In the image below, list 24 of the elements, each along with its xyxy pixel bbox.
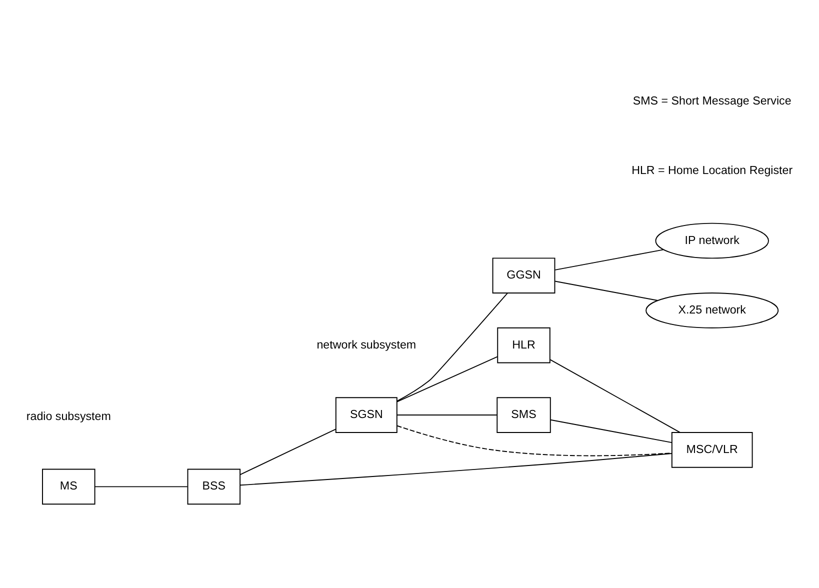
node-box: MS: [42, 468, 96, 505]
node-box: MSC/VLR: [671, 432, 753, 468]
label: network subsystem: [316, 338, 416, 352]
node-box: SMS: [496, 397, 551, 433]
connector: [240, 453, 672, 486]
node-box: HLR: [497, 327, 550, 364]
label: radio subsystem: [26, 410, 111, 423]
node-box: GGSN: [492, 258, 556, 294]
connector: [554, 280, 658, 301]
connector: [94, 486, 188, 488]
connector: [550, 419, 672, 444]
connector: [396, 356, 498, 402]
connector: [396, 425, 672, 456]
node-ellipse: X.25 network: [646, 292, 779, 328]
label: HLR = Home Location Register: [632, 164, 793, 178]
node-box: BSS: [187, 468, 241, 505]
connector: [396, 292, 508, 402]
connector: [396, 414, 498, 416]
node-ellipse: IP network: [655, 222, 769, 259]
label: SMS = Short Message Service: [632, 94, 792, 108]
connector: [550, 359, 680, 433]
node-box: SGSN: [335, 397, 398, 433]
connector: [554, 249, 664, 270]
connector: [240, 428, 336, 476]
